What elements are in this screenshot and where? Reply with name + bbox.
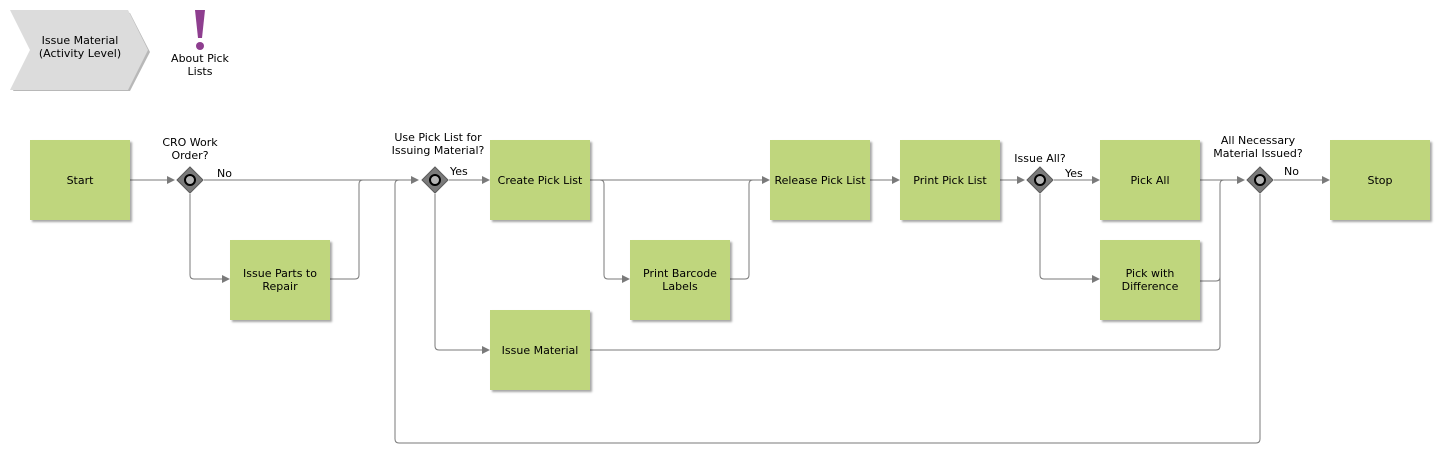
edge-issue-all-to-diff	[1039, 194, 1100, 283]
task-release-pick-list[interactable]: Release Pick List	[770, 140, 870, 220]
edge-issue-parts-to-merge	[330, 179, 364, 280]
edge-label-cro-no: No	[217, 167, 232, 180]
gateway-cro-work-order[interactable]	[176, 166, 204, 194]
edge-label-issue-all-yes: Yes	[1065, 167, 1083, 180]
edge-cro-to-issue-parts	[189, 194, 230, 283]
task-print-pick-list[interactable]: Print Pick List	[900, 140, 1000, 220]
edge-pick-to-issue-material	[434, 194, 490, 354]
edge-barcode-to-release	[730, 179, 754, 280]
task-issue-parts-to-repair[interactable]: Issue Parts to Repair	[230, 240, 330, 320]
start-node[interactable]: Start	[30, 140, 130, 220]
gateway-use-pick-list[interactable]	[421, 166, 449, 194]
process-chevron-label: Issue Material (Activity Level)	[38, 34, 122, 60]
note-label: About Pick Lists	[171, 52, 229, 78]
task-issue-material[interactable]: Issue Material	[490, 310, 590, 390]
edge-label-all-issued-no: No	[1284, 165, 1299, 178]
gateway-label-all-necessary: All Necessary Material Issued?	[1213, 134, 1303, 160]
exclamation-icon	[195, 10, 205, 50]
task-create-pick-list[interactable]: Create Pick List	[490, 140, 590, 220]
gateway-label-cro: CRO Work Order?	[162, 136, 218, 162]
edge-issue-material-to-final	[590, 190, 1221, 351]
task-pick-all[interactable]: Pick All	[1100, 140, 1200, 220]
edge-create-to-barcode	[599, 179, 630, 283]
stop-node[interactable]: Stop	[1330, 140, 1430, 220]
gateway-label-use-pick-list: Use Pick List for Issuing Material?	[391, 131, 485, 157]
gateway-label-issue-all: Issue All?	[1014, 152, 1066, 165]
edge-label-pick-list-yes: Yes	[450, 165, 468, 178]
task-print-barcode-labels[interactable]: Print Barcode Labels	[630, 240, 730, 320]
process-chevron-shape	[10, 10, 150, 91]
gateway-issue-all[interactable]	[1026, 166, 1054, 194]
edge-final-loop-back	[394, 179, 1261, 444]
gateway-all-material-issued[interactable]	[1246, 166, 1274, 194]
task-pick-with-difference[interactable]: Pick with Difference	[1100, 240, 1200, 320]
